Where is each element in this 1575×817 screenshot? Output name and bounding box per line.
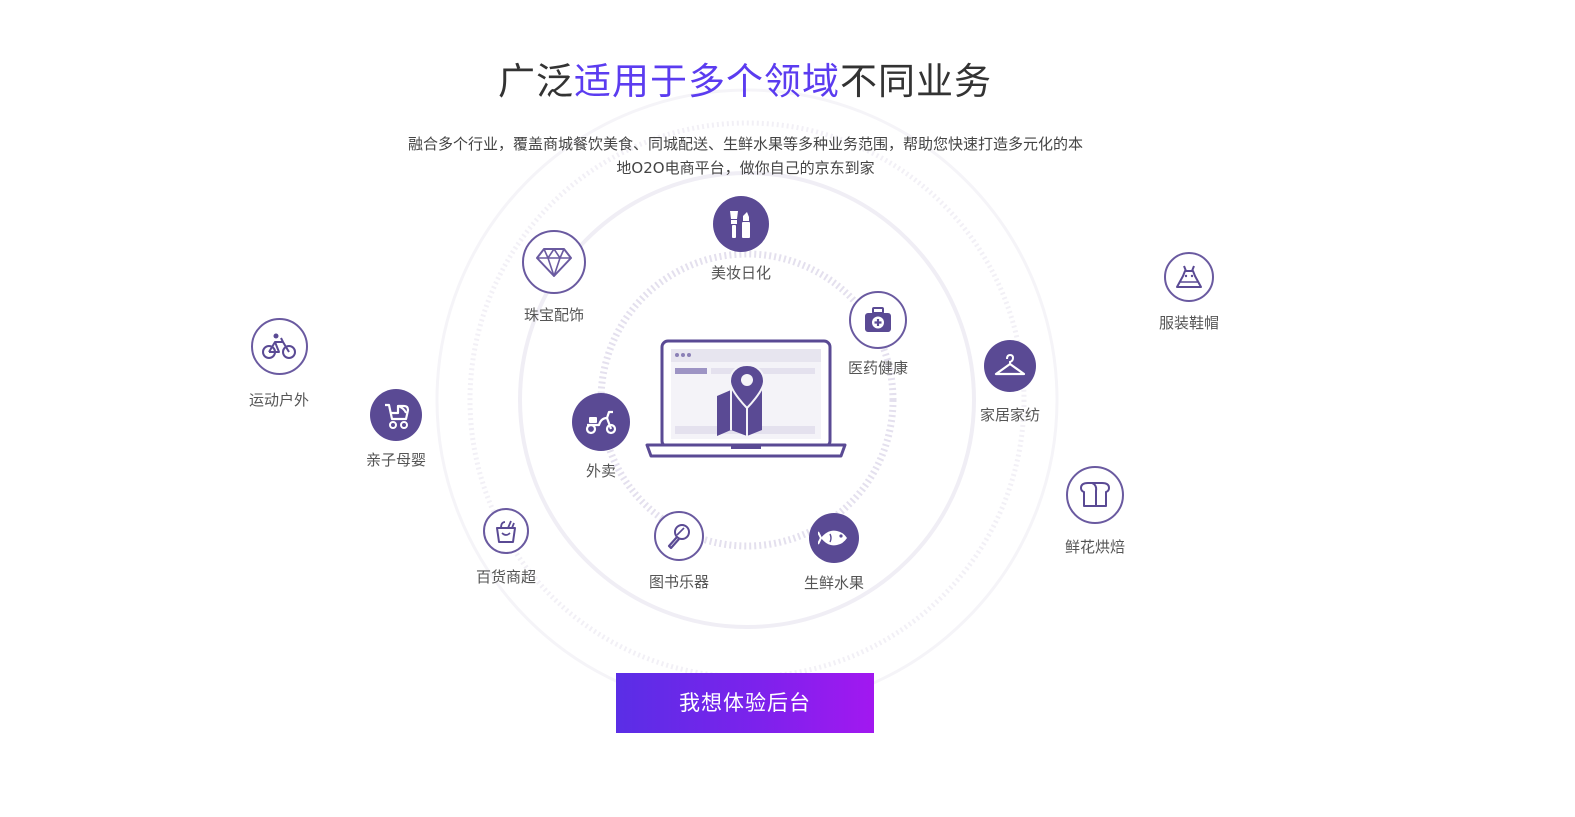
section-title: 广泛适用于多个领域不同业务 bbox=[0, 56, 1490, 108]
title-highlight: 适用于多个领域 bbox=[574, 60, 840, 103]
industry-baby[interactable]: 亲子母婴 bbox=[331, 389, 461, 470]
industry-clothing[interactable]: 服装鞋帽 bbox=[1124, 252, 1254, 333]
laptop-map-icon bbox=[645, 339, 847, 458]
industry-books[interactable]: 图书乐器 bbox=[614, 511, 744, 592]
industry-label: 百货商超 bbox=[475, 568, 536, 586]
section-subtitle: 融合多个行业，覆盖商城餐饮美食、同城配送、生鲜水果等多种业务范围，帮助您快速打造… bbox=[383, 132, 1108, 180]
industry-supermarket[interactable]: 百货商超 bbox=[441, 508, 571, 587]
medical-kit-icon bbox=[849, 291, 907, 349]
fish-icon bbox=[809, 513, 859, 563]
industry-sports[interactable]: 运动户外 bbox=[214, 318, 344, 410]
industry-bakery[interactable]: 鲜花烘焙 bbox=[1030, 466, 1160, 557]
title-prefix: 广泛 bbox=[498, 60, 574, 103]
industry-label: 生鲜水果 bbox=[803, 574, 864, 592]
industry-label: 外卖 bbox=[585, 462, 616, 480]
title-suffix: 不同业务 bbox=[840, 60, 992, 103]
bread-icon bbox=[1066, 466, 1124, 524]
industry-label: 图书乐器 bbox=[648, 573, 709, 591]
microphone-icon bbox=[654, 511, 704, 561]
industry-fresh[interactable]: 生鲜水果 bbox=[769, 513, 899, 593]
experience-backend-button[interactable]: 我想体验后台 bbox=[616, 673, 874, 733]
dress-icon bbox=[1164, 252, 1214, 302]
industry-label: 医药健康 bbox=[847, 359, 908, 377]
industry-jewelry[interactable]: 珠宝配饰 bbox=[489, 230, 619, 325]
industry-label: 亲子母婴 bbox=[365, 451, 426, 469]
industry-label: 鲜花烘焙 bbox=[1064, 538, 1125, 556]
industry-takeout[interactable]: 外卖 bbox=[536, 393, 666, 481]
stroller-icon bbox=[370, 389, 422, 441]
makeup-icon bbox=[713, 196, 769, 252]
industry-beauty[interactable]: 美妆日化 bbox=[676, 196, 806, 283]
shopping-bag-icon bbox=[483, 508, 529, 554]
industry-medicine[interactable]: 医药健康 bbox=[813, 291, 943, 378]
industry-label: 服装鞋帽 bbox=[1158, 314, 1219, 332]
subtitle-line-1: 融合多个行业，覆盖商城餐饮美食、同城配送、生鲜水果等多种业务范围，帮助您快速打造… bbox=[407, 135, 1083, 153]
industry-label: 美妆日化 bbox=[710, 264, 771, 282]
scooter-icon bbox=[572, 393, 630, 451]
diamond-icon bbox=[522, 230, 586, 294]
bicycle-icon bbox=[250, 318, 308, 375]
hanger-icon bbox=[984, 340, 1036, 392]
industry-label: 运动户外 bbox=[248, 391, 309, 409]
industry-home[interactable]: 家居家纺 bbox=[945, 340, 1075, 425]
subtitle-line-2: 地O2O电商平台，做你自己的京东到家 bbox=[616, 159, 875, 177]
industry-label: 珠宝配饰 bbox=[523, 306, 584, 324]
industry-label: 家居家纺 bbox=[979, 406, 1040, 424]
